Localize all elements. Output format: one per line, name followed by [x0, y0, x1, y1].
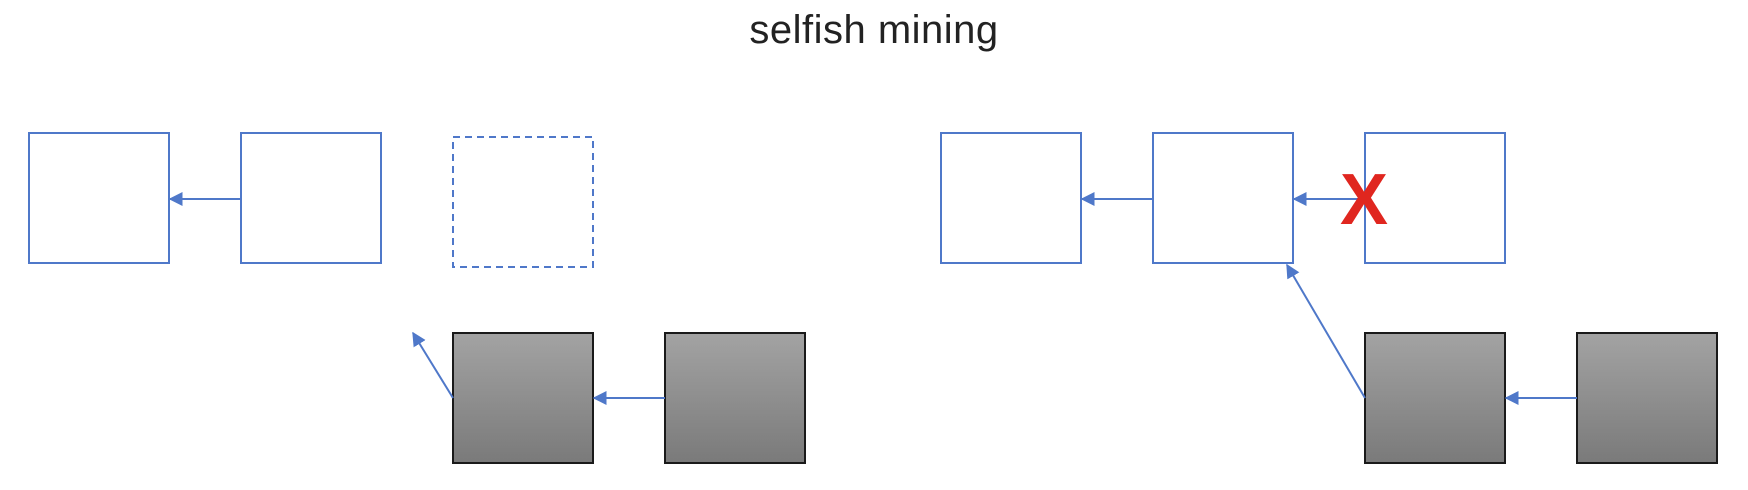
left-pending-dashed-block — [452, 136, 594, 268]
right-honest-block-2 — [1152, 132, 1294, 264]
left-honest-block-1 — [28, 132, 170, 264]
right-honest-chain — [940, 132, 1506, 264]
left-panel — [28, 132, 806, 464]
left-honest-chain — [28, 132, 594, 268]
right-private-chain — [1286, 263, 1718, 464]
right-private-block-2 — [1576, 332, 1718, 464]
left-arrow-private-to-chain — [412, 331, 454, 399]
right-arrow-private-to-block2 — [1286, 263, 1366, 399]
right-private-block-1 — [1364, 332, 1506, 464]
left-private-block-1 — [452, 332, 594, 464]
left-private-chain — [412, 331, 806, 464]
cross-icon: X — [1340, 160, 1388, 240]
right-panel: X — [940, 132, 1718, 464]
left-private-block-2 — [664, 332, 806, 464]
diagram-title: selfish mining — [749, 8, 999, 52]
left-honest-block-2 — [240, 132, 382, 264]
right-honest-block-1 — [940, 132, 1082, 264]
right-orphaned-block — [1364, 132, 1506, 264]
